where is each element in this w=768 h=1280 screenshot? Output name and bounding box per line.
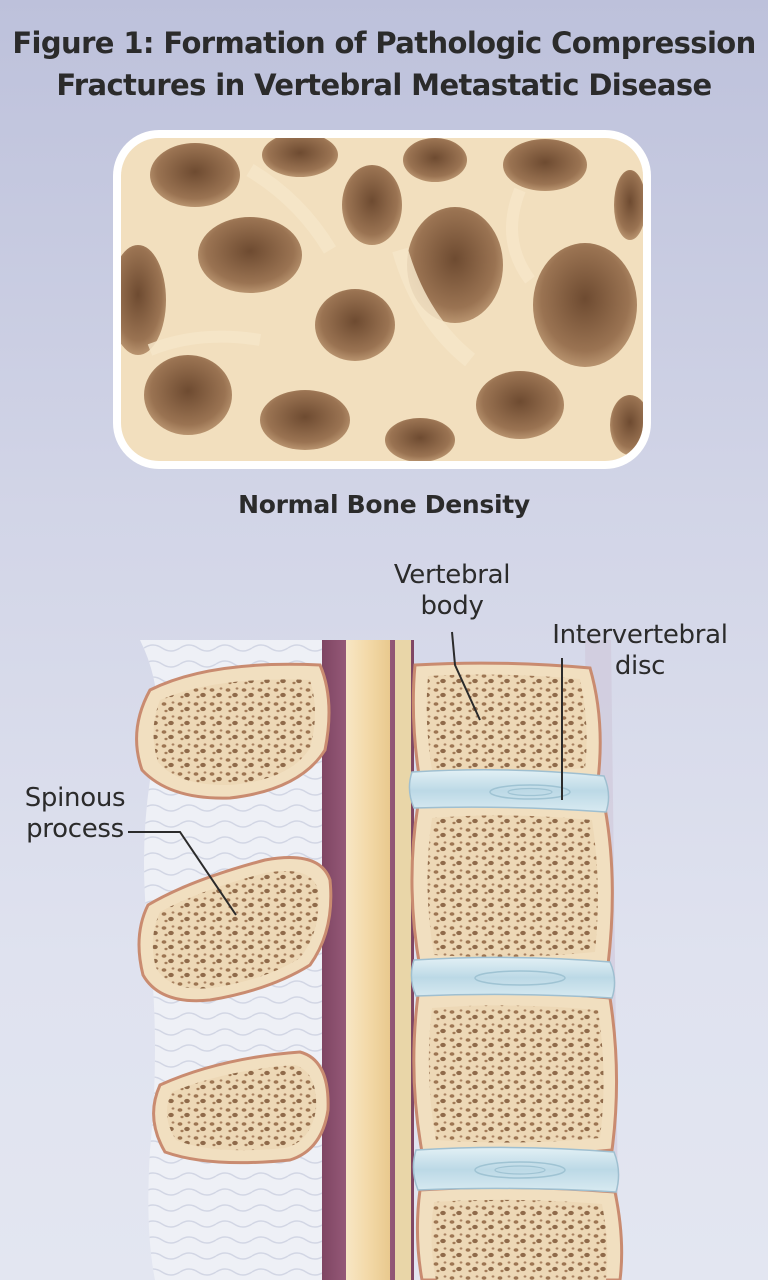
figure-title-line-2: Fractures in Vertebral Metastatic Diseas… [56, 68, 712, 102]
spinous-process [135, 662, 331, 800]
vertebral-body-label-line-1: Vertebral [393, 560, 511, 590]
spinous-process-label-line-2: process [26, 814, 124, 844]
spinal-cord [346, 640, 390, 1280]
intervertebral-disc-2 [410, 956, 616, 999]
figure-title-line-1: Figure 1: Formation of Pathologic Compre… [12, 26, 756, 60]
intervertebral-disc-label-line-1: Intervertebral [552, 620, 728, 650]
spinous-process-lower [152, 1050, 330, 1165]
intervertebral-disc-label-line-2: disc [614, 651, 666, 681]
vertebral-body-4 [415, 1185, 624, 1280]
inset-caption: Normal Bone Density [238, 490, 530, 519]
vertebral-body-3 [412, 990, 619, 1158]
figure-title: Figure 1: Formation of Pathologic Compre… [0, 22, 768, 106]
spinous-process-leader [128, 831, 237, 916]
vertebral-body-label-line-2: body [420, 591, 484, 621]
intervertebral-disc-label: Intervertebral disc [530, 620, 750, 682]
intervertebral-disc [408, 769, 610, 813]
vertebral-body [411, 661, 602, 788]
spinous-process-label: Spinous process [0, 783, 150, 845]
bone-density-inset [113, 130, 651, 469]
spinous-process-label-line-1: Spinous [24, 783, 126, 813]
vertebral-body-label: Vertebral body [372, 560, 532, 622]
intervertebral-disc-3 [412, 1146, 620, 1193]
spinous-process-middle [137, 856, 333, 1003]
vertebral-body-leader [451, 631, 481, 721]
vertebral-body-2 [410, 800, 614, 973]
leader-lines [128, 631, 563, 916]
